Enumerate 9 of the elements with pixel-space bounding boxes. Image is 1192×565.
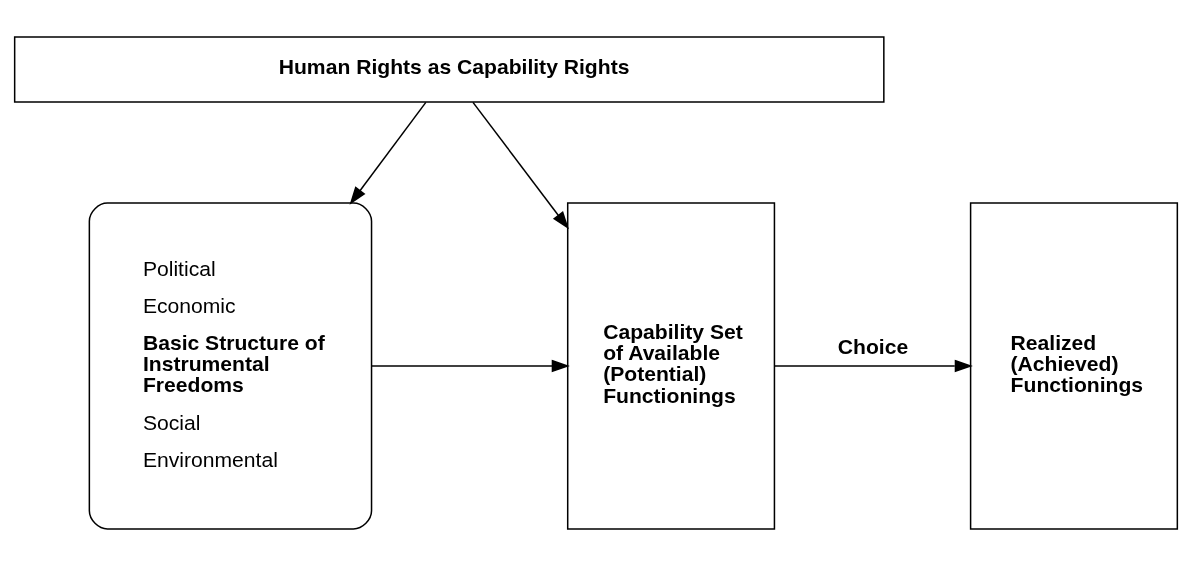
arrow [472, 101, 569, 229]
node-box: Human Rights as Capability Rights [13, 35, 885, 103]
edge-label: Choice [837, 334, 909, 358]
arrow [370, 359, 570, 372]
node-box: Political Economic Basic Structure of Instrumental Freedoms Social Environmental [88, 201, 373, 530]
arrow [349, 101, 427, 205]
node-box: Realized (Achieved) Functionings [969, 201, 1179, 530]
arrow [774, 359, 973, 372]
node-box: Capability Set of Available (Potential) Functionings [566, 201, 776, 530]
